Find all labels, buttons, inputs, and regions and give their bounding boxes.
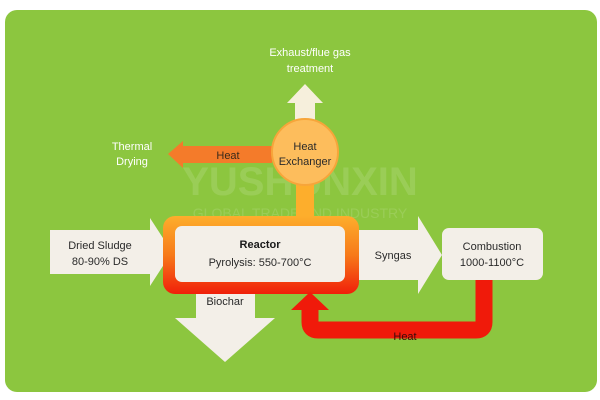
combustion-temp: 1000-1100°C <box>460 257 524 269</box>
thermal-drying-label-2: Drying <box>116 156 148 168</box>
biochar-arrow <box>175 286 275 362</box>
dried-sludge-input-arrow <box>50 218 172 286</box>
heat-exchanger-node <box>271 118 339 186</box>
reactor-box <box>175 226 345 282</box>
heat-exchanger-label-2: Exchanger <box>279 156 332 168</box>
heat-return-loop <box>301 280 493 339</box>
heat-return-arrowhead <box>291 292 329 310</box>
input-label: Dried Sludge <box>68 240 132 252</box>
exchanger-connector <box>296 180 314 220</box>
heat-to-drying-label: Heat <box>216 150 239 162</box>
syngas-label: Syngas <box>375 250 412 262</box>
heat-exchanger-label: Heat <box>293 141 316 153</box>
thermal-drying-label: Thermal <box>112 141 152 153</box>
reactor-subtitle: Pyrolysis: 550-700°C <box>209 257 312 269</box>
heat-to-drying-arrow <box>168 141 272 168</box>
combustion-label: Combustion <box>463 241 522 253</box>
syngas-arrow <box>340 216 442 294</box>
exhaust-label-2: treatment <box>287 63 333 75</box>
exhaust-label: Exhaust/flue gas <box>269 47 351 59</box>
combustion-box <box>442 228 543 280</box>
heat-return-label: Heat <box>393 331 416 343</box>
input-label-2: 80-90% DS <box>72 256 128 268</box>
exhaust-arrow <box>287 84 323 122</box>
reactor-title: Reactor <box>240 239 282 251</box>
biochar-label: Biochar <box>206 296 244 308</box>
